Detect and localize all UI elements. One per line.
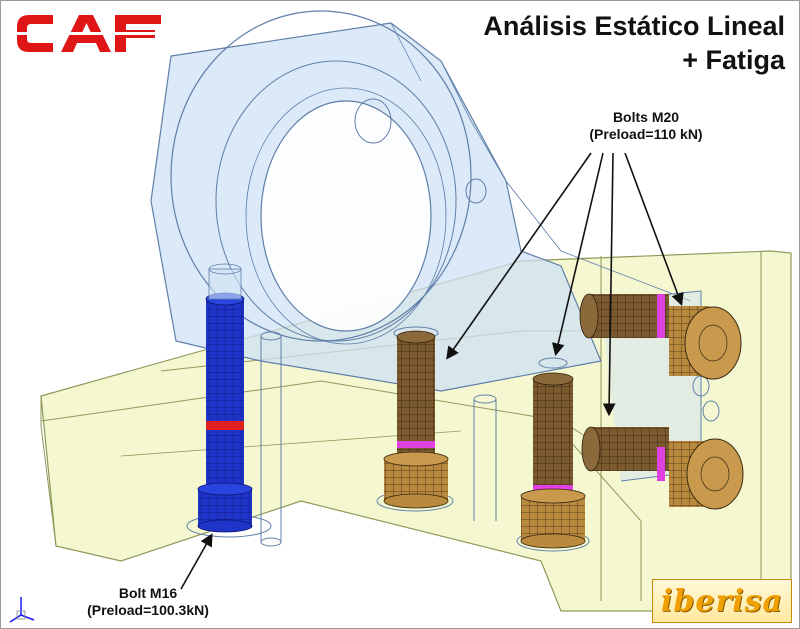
caf-logo [17,15,161,52]
title-line-1: Análisis Estático Lineal [483,11,785,41]
page-title: Análisis Estático Lineal + Fatiga [483,9,785,77]
axis-triad-icon [9,597,35,623]
bolt-m20-vertical-1 [383,330,449,509]
title-line-2: + Fatiga [682,45,785,75]
bolt-m20-vertical-2 [520,372,586,549]
bolt-m20-horizontal-lower [581,426,744,510]
iberisa-logo-text: iberisa [661,583,783,619]
callout-arrows [180,152,684,590]
iberisa-logo: iberisa [652,579,792,623]
bolts-m20-label-name: Bolts M20 [612,109,680,125]
bolts-m20-label: Bolts M20 (Preload=110 kN) [561,109,731,143]
bolt-m16 [197,263,253,533]
bolts-m20-label-preload: (Preload=110 kN) [589,126,703,142]
bolt-m16-label-preload: (Preload=100.3kN) [87,602,209,618]
bolt-m20-horizontal-upper [579,293,742,380]
bolt-m16-label: Bolt M16 (Preload=100.3kN) [53,585,243,619]
bolt-m16-label-name: Bolt M16 [118,585,178,601]
